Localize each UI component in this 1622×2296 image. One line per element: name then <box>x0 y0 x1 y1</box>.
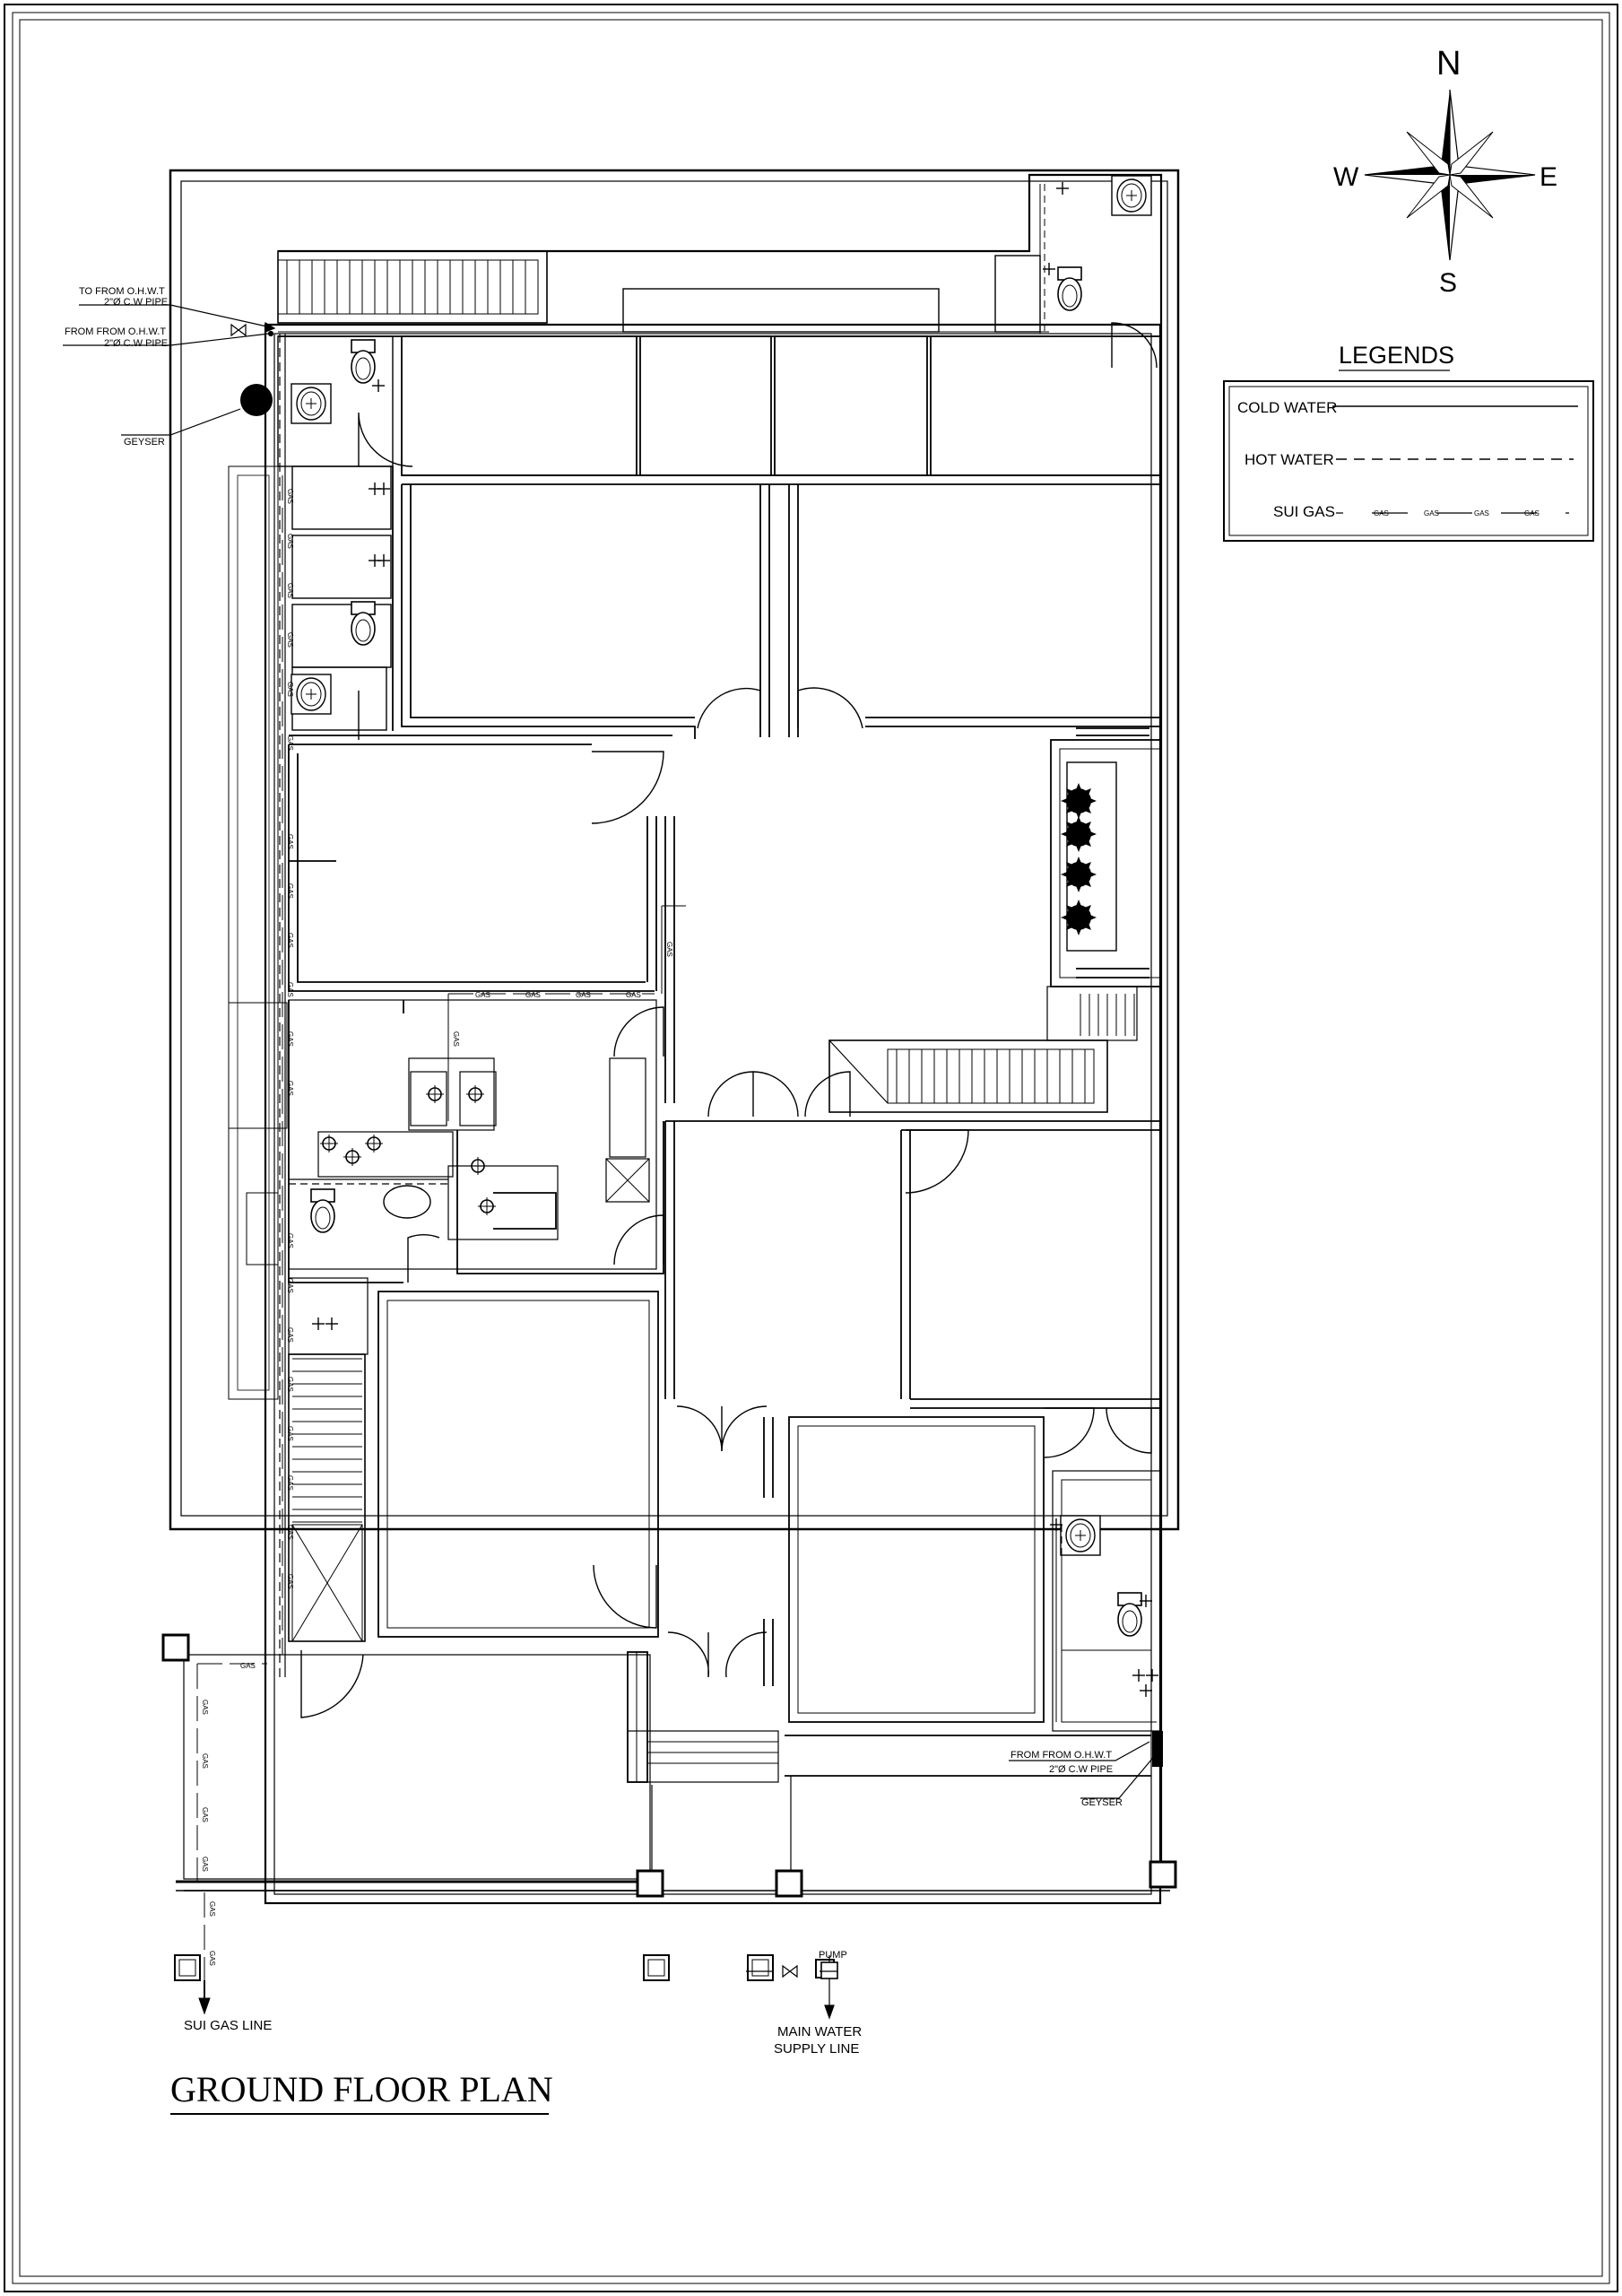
gas-pipes <box>196 475 686 2015</box>
svg-text:GAS: GAS <box>201 1857 209 1872</box>
svg-text:GAS: GAS <box>286 682 294 697</box>
compass-e: E <box>1540 162 1557 192</box>
wc-5 <box>1117 1592 1142 1637</box>
plot-boundary <box>169 169 1180 1531</box>
svg-text:GAS: GAS <box>286 1278 294 1293</box>
basin-2 <box>291 674 332 715</box>
from-from-ohwt-label: FROM FROM O.H.W.T <box>65 326 166 337</box>
wc-2 <box>351 601 376 646</box>
sheet-border <box>4 4 1618 2292</box>
svg-text:GAS: GAS <box>475 991 490 999</box>
svg-text:GAS: GAS <box>286 489 294 504</box>
stair-treads <box>1080 994 1135 1036</box>
geysers <box>230 323 1163 1979</box>
compass-n: N <box>1436 45 1461 83</box>
svg-text:GAS: GAS <box>286 1327 294 1343</box>
legend-cold-water: COLD WATER <box>1237 399 1337 416</box>
legend-box: LEGENDS COLD WATER HOT WATER SUI GAS GAS… <box>1223 342 1594 542</box>
pump-label: PUMP <box>819 1950 847 1961</box>
svg-text:GAS: GAS <box>286 1081 294 1096</box>
geyser-bottom-icon <box>1152 1731 1163 1767</box>
legend-sui-gas: SUI GAS <box>1273 503 1335 520</box>
sui-gas-line-label: SUI GAS LINE <box>184 2018 272 2033</box>
pipe-label-a: 2"Ø C.W PIPE <box>104 297 168 308</box>
svg-text:GAS: GAS <box>286 632 294 648</box>
svg-text:GAS: GAS <box>286 1525 294 1540</box>
geyser-label-bottom: GEYSER <box>1081 1797 1123 1808</box>
pipe-label-b: 2"Ø C.W PIPE <box>104 338 168 349</box>
building-walls <box>264 173 1163 1905</box>
svg-text:GAS: GAS <box>1374 509 1389 517</box>
svg-text:GAS: GAS <box>576 991 591 999</box>
svg-text:GAS: GAS <box>1424 509 1439 517</box>
kitchen-stove <box>319 1084 497 1216</box>
svg-text:GAS: GAS <box>201 1807 209 1822</box>
geyser-top-icon <box>240 384 273 416</box>
to-from-ohwt-label: TO FROM O.H.W.T <box>79 286 165 297</box>
main-water-label-2: SUPPLY LINE <box>774 2041 859 2057</box>
svg-text:GAS: GAS <box>286 982 294 997</box>
leader-lines <box>63 304 1158 2020</box>
basin-4 <box>1060 1515 1101 1556</box>
gas-pipe-tags: GAS GAS GAS GAS GAS GAS GAS GAS GAS GAS … <box>201 489 673 1966</box>
basin-3 <box>1111 175 1152 216</box>
wc-3 <box>310 1188 335 1233</box>
wc-1 <box>351 339 376 384</box>
legend-heading: LEGENDS <box>1339 342 1454 369</box>
wc-4 <box>1057 266 1082 311</box>
from-from-ohwt-label-b: FROM FROM O.H.W.T <box>1010 1750 1112 1761</box>
svg-text:GAS: GAS <box>286 735 294 751</box>
columns <box>161 1633 1177 1981</box>
plumbing-fixtures <box>291 175 1159 1698</box>
geyser-label-top: GEYSER <box>124 437 165 448</box>
svg-text:GAS: GAS <box>1474 509 1489 517</box>
svg-text:GAS: GAS <box>208 1901 216 1917</box>
stair-treads <box>286 260 539 314</box>
pipe-label-c: 2"Ø C.W PIPE <box>1049 1764 1113 1775</box>
svg-text:GAS: GAS <box>1524 509 1540 517</box>
stair-treads <box>896 1049 1086 1103</box>
svg-text:GAS: GAS <box>286 1377 294 1392</box>
svg-text:GAS: GAS <box>240 1662 256 1670</box>
svg-text:GAS: GAS <box>286 883 294 899</box>
compass-s: S <box>1439 268 1457 298</box>
interior-partitions <box>176 255 1170 1892</box>
legend-hot-water: HOT WATER <box>1245 451 1334 468</box>
annotations: TO FROM O.H.W.T 2"Ø C.W PIPE FROM FROM O… <box>65 286 1123 2057</box>
svg-text:GAS: GAS <box>665 942 673 957</box>
svg-text:GAS: GAS <box>286 1574 294 1589</box>
compass-rose: N S E W <box>1333 45 1557 298</box>
svg-text:GAS: GAS <box>286 933 294 948</box>
svg-text:GAS: GAS <box>286 534 294 549</box>
basin-1 <box>291 383 332 424</box>
svg-text:GAS: GAS <box>286 834 294 849</box>
svg-text:GAS: GAS <box>626 991 641 999</box>
svg-text:GAS: GAS <box>201 1700 209 1715</box>
water-pipes <box>278 184 1157 1723</box>
page-title: GROUND FLOOR PLAN <box>170 2069 553 2109</box>
planter-shrubs <box>1061 783 1097 935</box>
door-swings <box>300 322 1158 1718</box>
main-water-label-1: MAIN WATER <box>777 2024 862 2039</box>
svg-text:GAS: GAS <box>286 583 294 598</box>
compass-w: W <box>1333 162 1359 192</box>
svg-text:GAS: GAS <box>201 1753 209 1769</box>
svg-text:GAS: GAS <box>286 1475 294 1491</box>
drawing-title: GROUND FLOOR PLAN <box>170 2069 553 2115</box>
svg-text:GAS: GAS <box>452 1031 460 1047</box>
svg-text:GAS: GAS <box>525 991 541 999</box>
svg-text:GAS: GAS <box>286 1233 294 1248</box>
stair-treads <box>292 1358 362 1523</box>
svg-text:GAS: GAS <box>286 1426 294 1441</box>
svg-text:GAS: GAS <box>208 1951 216 1966</box>
svg-text:GAS: GAS <box>286 1031 294 1047</box>
